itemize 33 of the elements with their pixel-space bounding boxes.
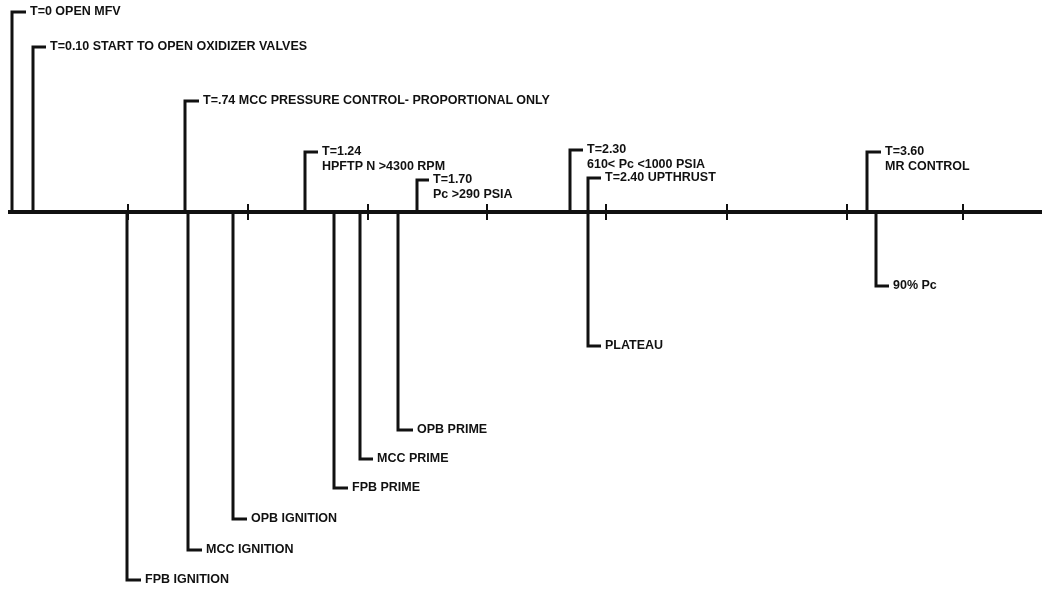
event-label: OPB IGNITION bbox=[251, 511, 338, 526]
event-label: T=1.24 HPFTP N >4300 RPM bbox=[322, 144, 446, 174]
event-label: MCC PRIME bbox=[377, 451, 449, 466]
leader-line bbox=[31, 45, 46, 210]
event-label: T=.74 MCC PRESSURE CONTROL- PROPORTIONAL ONLY bbox=[203, 93, 550, 108]
event-label: T=2.30 610< Pc <1000 PSIA bbox=[587, 142, 706, 172]
leader-line bbox=[186, 214, 202, 552]
leader-line bbox=[125, 214, 141, 582]
leader-line bbox=[415, 178, 429, 210]
leader-line bbox=[303, 150, 318, 210]
leader-line bbox=[10, 10, 26, 210]
leader-line bbox=[231, 214, 247, 521]
event-label: T=2.40 UPTHRUST bbox=[605, 170, 716, 185]
event-label: FPB IGNITION bbox=[145, 572, 230, 587]
event-label: T=1.70 Pc >290 PSIA bbox=[433, 172, 513, 202]
event-label: OPB PRIME bbox=[417, 422, 488, 437]
leader-line bbox=[396, 214, 413, 432]
event-label: T=3.60 MR CONTROL bbox=[885, 144, 970, 174]
event-label: 90% Pc bbox=[893, 278, 937, 293]
event-label: PLATEAU bbox=[605, 338, 664, 353]
event-label: T=0 OPEN MFV bbox=[30, 4, 121, 19]
leader-line bbox=[586, 214, 601, 348]
leader-line bbox=[586, 176, 601, 210]
leader-line bbox=[874, 214, 889, 288]
event-label: MCC IGNITION bbox=[206, 542, 294, 557]
leader-line bbox=[358, 214, 373, 461]
timeline-axis bbox=[8, 210, 1042, 214]
event-label: FPB PRIME bbox=[352, 480, 421, 495]
leader-line bbox=[568, 148, 583, 210]
leader-line bbox=[183, 99, 199, 210]
leader-line bbox=[332, 214, 348, 490]
event-label: T=0.10 START TO OPEN OXIDIZER VALVES bbox=[50, 39, 308, 54]
leader-line bbox=[865, 150, 881, 210]
